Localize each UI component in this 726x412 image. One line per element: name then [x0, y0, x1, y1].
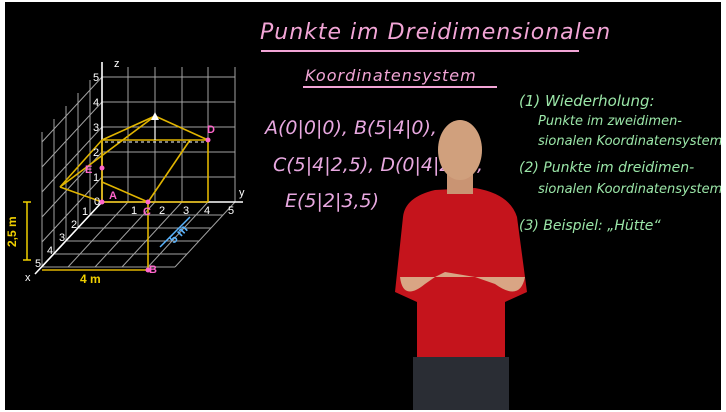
agenda-item-3: (3) Beispiel: „Hütte“: [519, 218, 661, 234]
page-title: Punkte im Dreidimensionalen: [260, 20, 612, 45]
label-C: C: [143, 206, 151, 218]
title-underline: [261, 50, 579, 52]
grid-lines: [41, 67, 236, 268]
y-tick-4: 4: [204, 205, 211, 217]
axis-z-label: z: [114, 58, 120, 70]
point-markers: [99, 137, 211, 273]
y-tick-1: 1: [131, 205, 138, 217]
x-tick-1: 1: [82, 206, 89, 218]
dim-height-bracket: [23, 201, 31, 261]
dim-depth-line: [159, 216, 191, 248]
y-tick-3: 3: [183, 205, 190, 217]
z-tick-2: 2: [93, 147, 100, 159]
agenda-item-1: (1) Wiederholung:: [519, 92, 655, 110]
label-E: E: [85, 164, 93, 176]
z-tick-3: 3: [93, 122, 100, 134]
z-tick-4: 4: [93, 97, 100, 109]
house-outline: [42, 115, 209, 271]
roof-arrow-head: [151, 112, 159, 120]
axis-y-label: y: [239, 187, 245, 199]
z-tick-1: 1: [93, 172, 100, 184]
coordinate-diagram: [23, 62, 243, 275]
page-subtitle: Koordinatensystem: [305, 66, 477, 85]
label-D: D: [207, 124, 215, 136]
x-tick-2: 2: [71, 219, 78, 231]
origin-label: 0: [94, 196, 101, 208]
x-tick-5: 5: [35, 258, 42, 270]
y-tick-5: 5: [228, 205, 235, 217]
agenda-item-2-line2: sionalen Koordinatensystem: [538, 182, 721, 197]
axis-x-label: x: [25, 272, 31, 284]
x-tick-4: 4: [47, 245, 54, 257]
points-line-2: C(5|4|2,5), D(0|4|2,5),: [273, 154, 484, 176]
presenter-figure: [395, 120, 527, 410]
label-A: A: [109, 190, 117, 202]
points-line-3: E(5|2|3,5): [285, 190, 380, 212]
label-B: B: [149, 264, 157, 276]
x-tick-3: 3: [59, 232, 66, 244]
subtitle-underline: [303, 86, 497, 88]
chalkboard: Punkte im Dreidimensionalen Koordinatens…: [5, 2, 721, 410]
points-line-1: A(0|0|0), B(5|4|0),: [265, 117, 437, 139]
dim-width-label: 4 m: [80, 272, 101, 286]
z-tick-5: 5: [93, 72, 100, 84]
agenda-item-1-line3: sionalen Koordinatensystem: [538, 134, 721, 149]
agenda-item-1-line2: Punkte im zweidimen-: [538, 114, 683, 129]
agenda-item-2: (2) Punkte im dreidimen-: [519, 160, 695, 176]
y-tick-2: 2: [159, 205, 166, 217]
